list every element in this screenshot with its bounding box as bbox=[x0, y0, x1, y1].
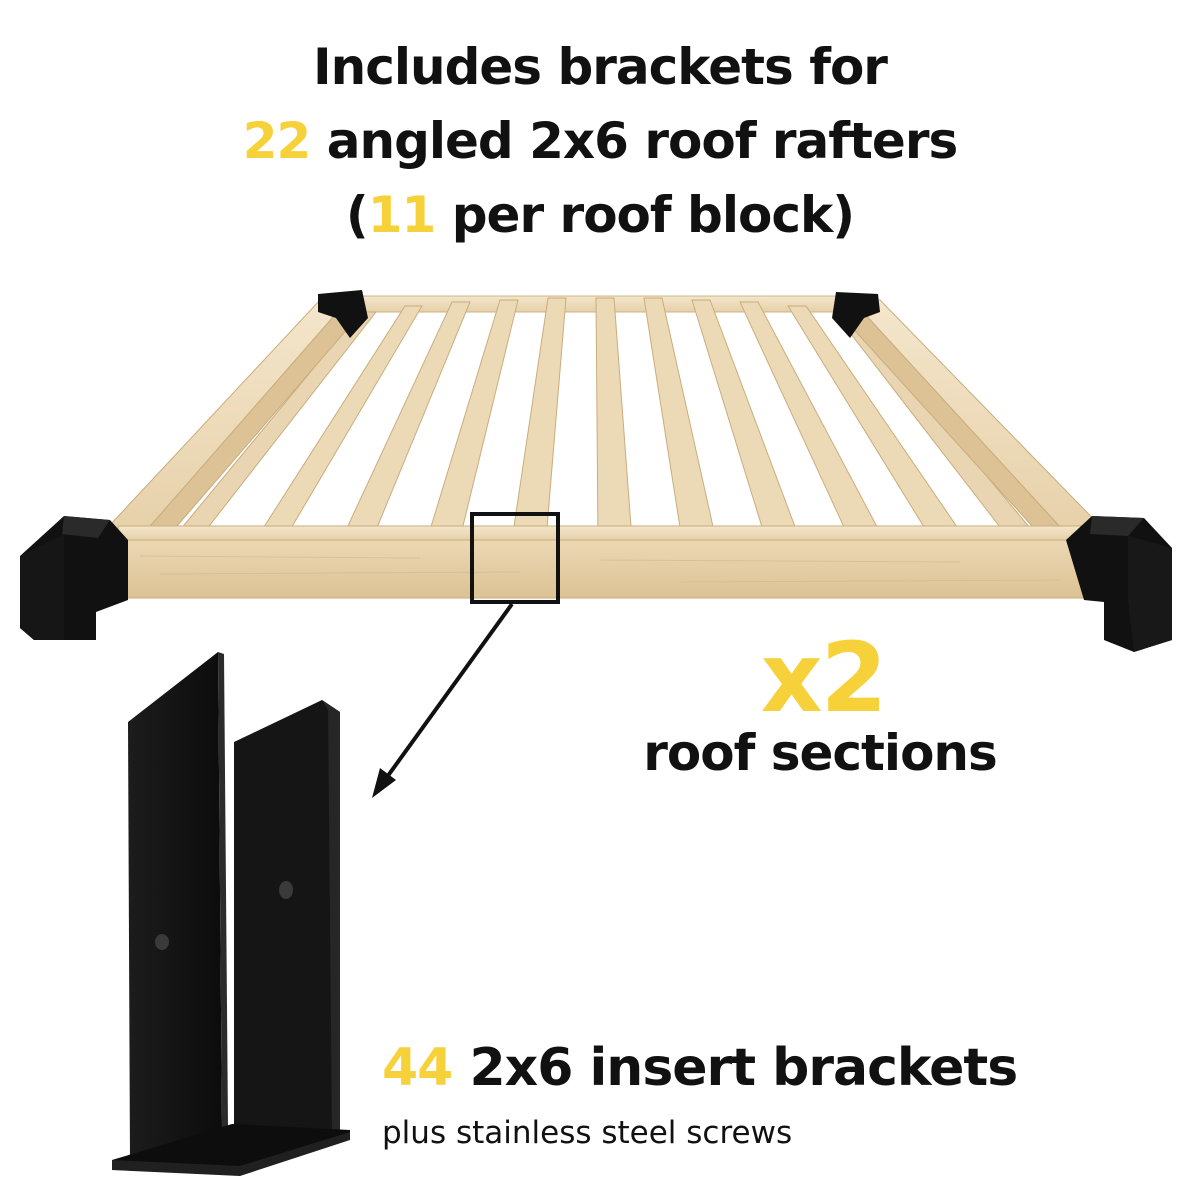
headline-line-3: (11 per roof block) bbox=[0, 190, 1200, 240]
front-left-bracket bbox=[20, 516, 128, 640]
rafter bbox=[511, 297, 567, 541]
screw-hole bbox=[279, 881, 293, 899]
left-side-beam-face bbox=[137, 299, 363, 549]
insert-bracket-illustration bbox=[112, 652, 350, 1176]
rafter bbox=[595, 297, 633, 541]
headline-line-1: Includes brackets for bbox=[0, 42, 1200, 92]
headline-text-2: angled 2x6 roof rafters bbox=[310, 112, 959, 170]
sections-label: roof sections bbox=[643, 724, 998, 782]
headline-text-1: Includes brackets for bbox=[313, 38, 888, 96]
insert-brackets-line: 44 2x6 insert brackets bbox=[382, 1042, 1018, 1094]
front-beam-top bbox=[117, 525, 1085, 541]
bracket-back-edge bbox=[218, 652, 228, 1128]
wood-grain bbox=[139, 555, 1061, 583]
front-right-bracket bbox=[1066, 516, 1172, 652]
back-right-bracket bbox=[832, 292, 880, 338]
bracket-label: 2x6 insert brackets bbox=[452, 1038, 1018, 1098]
zoom-arrow-icon bbox=[372, 602, 514, 798]
headline-line-2: 22 angled 2x6 roof rafters bbox=[0, 116, 1200, 166]
screws-label: plus stainless steel screws bbox=[382, 1115, 793, 1151]
front-beam-face bbox=[117, 539, 1085, 599]
headline-text-3: per roof block) bbox=[435, 186, 855, 244]
bracket-count: 44 bbox=[382, 1038, 453, 1098]
roof-frame-illustration bbox=[20, 290, 1172, 652]
zoom-box bbox=[470, 512, 560, 604]
per-block-count: 11 bbox=[367, 186, 437, 244]
back-left-bracket bbox=[318, 290, 368, 338]
bracket-side-edge bbox=[322, 700, 340, 1134]
rafter-count: 22 bbox=[242, 112, 312, 170]
bracket-floor bbox=[112, 1124, 350, 1172]
bracket-back-wall bbox=[128, 652, 222, 1162]
bracket-front-lip bbox=[112, 1132, 350, 1176]
screw-hole bbox=[155, 934, 169, 950]
bracket-side-wall bbox=[234, 700, 340, 1134]
section-multiplier: x2 bbox=[760, 622, 888, 734]
open-paren: ( bbox=[345, 186, 369, 244]
